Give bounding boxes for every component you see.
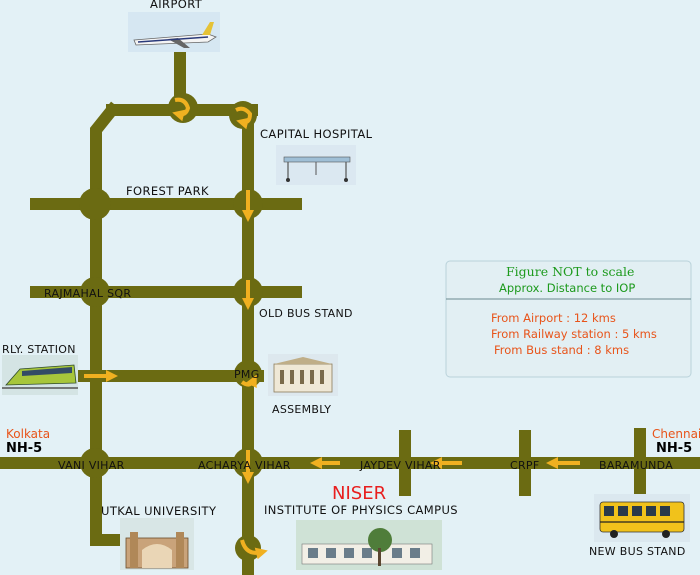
label-jaydev-vihar: JAYDEV VIHAR: [359, 459, 441, 472]
building-icon: [268, 354, 338, 396]
road-top-west-curve: [90, 101, 126, 546]
label-niser: NISER: [332, 483, 386, 504]
label-crpf: CRPF: [510, 459, 539, 472]
label-baramunda: BARAMUNDA: [599, 459, 673, 472]
label-vani-vihar: VANI VIHAR: [58, 459, 125, 472]
label-kolkata: Kolkata: [6, 427, 50, 441]
arrow-pmg-turn: [240, 374, 257, 389]
legend-box: [445, 260, 692, 378]
label-pmg: PMG: [234, 368, 260, 381]
label-airport: AIRPORT: [150, 0, 203, 11]
train-icon: [2, 355, 78, 395]
hospital-bed-icon: [276, 145, 356, 185]
label-acharya-vihar: ACHARYA VIHAR: [198, 459, 291, 472]
distance-legend: Figure NOT to scale Approx. Distance to …: [445, 260, 692, 378]
label-rajmahal: RAJMAHAL SQR: [44, 287, 131, 300]
highway-markers: Kolkata NH-5 Chennai NH-5: [6, 427, 700, 456]
label-forest-park: FOREST PARK: [126, 184, 209, 198]
arrow-niser-turn: [240, 539, 268, 560]
label-utkal: UTKAL UNIVERSITY: [101, 504, 217, 518]
legend-distance-airport: From Airport : 12 kms: [491, 311, 616, 325]
bus-icon: [594, 494, 690, 542]
junction-vani-vihar: [80, 448, 110, 478]
label-nh5-west: NH-5: [6, 441, 42, 456]
label-institute: INSTITUTE OF PHYSICS CAMPUS: [264, 503, 458, 517]
legend-distance-railway: From Railway station : 5 kms: [491, 327, 657, 341]
junction-top: [168, 93, 198, 123]
place-labels: AIRPORT CAPITAL HOSPITAL FOREST PARK RAJ…: [2, 0, 686, 558]
gate-icon: [120, 518, 194, 570]
label-capital-hospital: CAPITAL HOSPITAL: [260, 127, 373, 141]
airplane-icon: [128, 12, 220, 52]
junctions: [79, 93, 263, 561]
legend-distance-bus: From Bus stand : 8 kms: [494, 343, 629, 357]
label-new-bus-stand: NEW BUS STAND: [589, 545, 686, 558]
legend-subtitle: Approx. Distance to IOP: [499, 281, 635, 295]
campus-icon: [296, 520, 442, 570]
junction-forest-park-west: [79, 188, 111, 220]
label-chennai: Chennai: [652, 427, 700, 441]
arrow-airport-turn: [172, 97, 191, 122]
direction-arrows: [84, 97, 580, 560]
label-assembly: ASSEMBLY: [272, 403, 331, 416]
junction-rajmahal: [80, 277, 110, 307]
label-rly-station: RLY. STATION: [2, 343, 76, 356]
label-old-bus-stand: OLD BUS STAND: [259, 307, 353, 320]
arrow-top-east-turn: [235, 106, 253, 130]
junction-top-east: [229, 101, 257, 129]
legend-title: Figure NOT to scale: [506, 264, 634, 279]
label-nh5-east: NH-5: [656, 441, 692, 456]
